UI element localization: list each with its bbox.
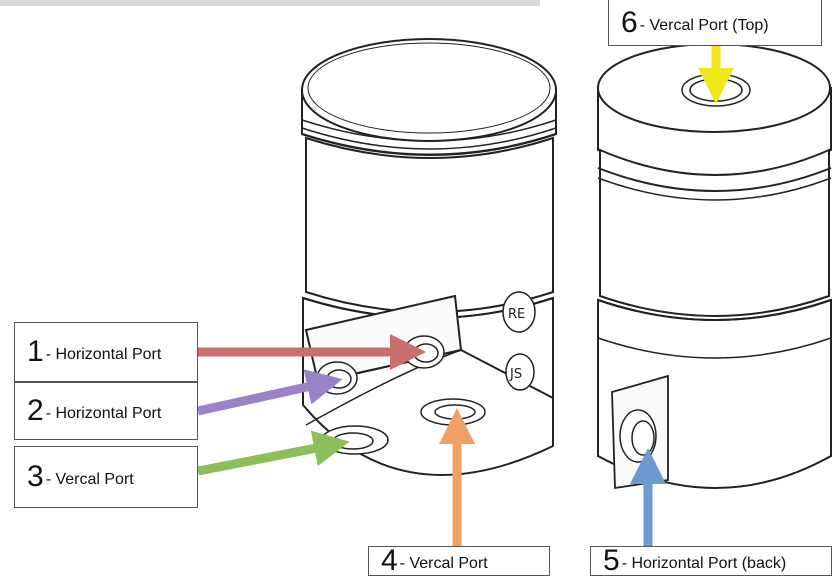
svg-text:RE: RE: [508, 307, 525, 322]
manifold-front-view: RE JS: [301, 38, 557, 476]
callout-number: 3: [27, 460, 44, 493]
callout-number: 6: [621, 5, 638, 39]
callout-label-1: 1 - Horizontal Port: [14, 322, 198, 382]
arrow-3: [197, 430, 350, 476]
callout-label-5: 5 - Horizontal Port (back): [590, 546, 832, 576]
callout-text: - Vercal Port (Top): [639, 16, 769, 34]
manifold-back-view: [597, 43, 832, 490]
callout-text: - Horizontal Port: [45, 346, 162, 363]
callout-arrows: [197, 46, 734, 546]
callout-number: 1: [27, 335, 44, 368]
callout-number: 4: [381, 544, 398, 576]
callout-text: - Vercal Port: [45, 471, 134, 488]
callout-text: - Horizontal Port (back): [621, 555, 787, 572]
callout-text: - Vercal Port: [399, 555, 488, 572]
arrow-2: [197, 369, 343, 416]
cropped-top-text: [0, 0, 540, 6]
callout-number: 5: [603, 544, 620, 576]
svg-text:JS: JS: [509, 367, 522, 382]
callout-label-2: 2 - Horizontal Port: [14, 382, 198, 440]
callout-text: - Horizontal Port: [45, 405, 162, 422]
callout-label-6: 6 - Vercal Port (Top): [608, 0, 822, 46]
callout-number: 2: [27, 394, 44, 427]
callout-label-4: 4 - Vercal Port: [368, 546, 550, 576]
callout-label-3: 3 - Vercal Port: [14, 446, 198, 508]
